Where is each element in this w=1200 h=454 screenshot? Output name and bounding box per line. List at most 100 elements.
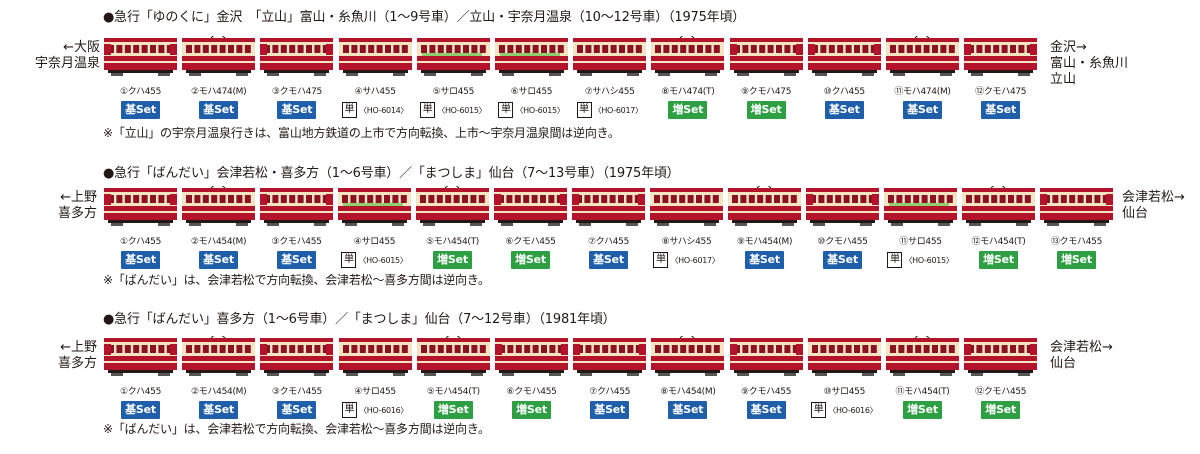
train-car: ⑤モハ454(T) 増Set: [415, 186, 490, 269]
basic-set-badge: 基Set: [121, 251, 160, 269]
set-badge-row: 基Set: [963, 101, 1038, 119]
train-car: ⑤モハ454(T)増Set: [416, 336, 491, 419]
set-badge-row: 基Set: [885, 101, 960, 119]
single-car-badge: 単: [342, 102, 358, 118]
set-badge-row: 基Set: [727, 251, 802, 269]
set-badge-row: 増Set: [729, 101, 804, 119]
train-car: ⑩クハ455 基Set: [807, 36, 882, 119]
car-body-icon: [573, 38, 647, 76]
product-code: 〈HO-6017〉: [670, 255, 720, 265]
single-car-item: 単〈HO-6017〉: [576, 102, 643, 118]
car-body-icon: [1040, 188, 1113, 226]
formation-note: ※「ばんだい」は、会津若松で方向転換、会津若松〜喜多方間は逆向き。: [103, 422, 490, 436]
single-car-item: 単〈HO-6016〉: [342, 402, 408, 418]
set-badge-row: 増Set: [885, 401, 960, 419]
car-label: ⑥クモハ455: [505, 237, 556, 247]
car-label: ③クモハ475: [271, 87, 322, 97]
set-badge-row: 単〈HO-6015〉: [883, 251, 958, 269]
single-car-item: 単〈HO-6015〉: [420, 102, 487, 118]
extension-set-badge: 増Set: [981, 401, 1021, 419]
destination-line: 会津若松→: [1122, 190, 1185, 205]
set-badge-row: 単〈HO-6015〉: [416, 101, 491, 119]
car-label: ②モハ454(M): [191, 387, 247, 397]
basic-set-badge: 基Set: [199, 251, 238, 269]
set-badge-row: 基Set: [807, 101, 882, 119]
set-badge-row: 増Set: [416, 401, 491, 419]
car-body-icon: [964, 338, 1038, 376]
car-body-icon: [572, 188, 645, 226]
basic-set-badge: 基Set: [277, 101, 317, 119]
destination-line: 仙台: [1050, 356, 1077, 371]
set-badge-row: 基Set: [181, 101, 256, 119]
car-body-icon: [494, 188, 567, 226]
extension-set-badge: 増Set: [1057, 251, 1096, 269]
train-car: ②モハ474(M)基Set: [181, 36, 256, 119]
basic-set-badge: 基Set: [824, 101, 864, 119]
set-badge-row: 基Set: [103, 401, 178, 419]
set-badge-row: 基Set: [181, 401, 256, 419]
car-body-icon: [338, 188, 411, 226]
car-body-icon: [650, 188, 723, 226]
car-body-icon: [651, 36, 725, 76]
car-body-icon: [495, 338, 568, 376]
car-body-icon: [416, 38, 490, 76]
train-car: ⑧モハ474(T)増Set: [650, 36, 725, 119]
formation-section: ●急行「ばんだい」喜多方（1〜6号車）／「まつしま」仙台（7〜12号車）（198…: [0, 306, 1200, 454]
set-badge-row: 基Set: [729, 401, 804, 419]
destination-right: 会津若松→仙台: [1050, 340, 1113, 372]
destination-line: ←上野: [60, 190, 97, 205]
car-body-icon: [495, 38, 568, 76]
extension-set-badge: 増Set: [433, 401, 473, 419]
basic-set-badge: 基Set: [590, 401, 630, 419]
set-badge-row: 単〈HO-6014〉: [338, 101, 413, 119]
product-code: 〈HO-6014〉: [359, 105, 409, 115]
set-badge-row: 基Set: [259, 101, 334, 119]
car-label: ⑤モハ454(T): [425, 237, 480, 247]
formation-note: ※「ばんだい」は、会津若松で方向転換、会津若松〜喜多方間は逆向き。: [103, 273, 490, 287]
car-label: ⑪モハ474(M): [894, 87, 951, 97]
basic-set-badge: 基Set: [121, 401, 160, 419]
single-car-badge: 単: [341, 252, 357, 268]
car-body-icon: [104, 38, 177, 76]
car-body-icon: [104, 338, 177, 376]
set-badge-row: 単〈HO-6016〉: [807, 401, 882, 419]
extension-set-badge: 増Set: [433, 251, 472, 269]
single-car-badge: 単: [420, 102, 436, 118]
train-car: ③クモハ475 基Set: [259, 36, 334, 119]
destination-left: ←上野喜多方: [58, 190, 97, 222]
car-label: ③クモハ455: [271, 387, 322, 397]
car-label: ⑪サロ455: [899, 237, 942, 247]
single-car-item: 単〈HO-6017〉: [653, 252, 720, 268]
single-car-badge: 単: [887, 252, 903, 268]
set-badge-row: 増Set: [415, 251, 490, 269]
car-body-icon: [416, 336, 490, 376]
product-code: 〈HO-6016〉: [828, 405, 878, 415]
car-body-icon: [729, 38, 803, 76]
car-body-icon: [962, 186, 1035, 226]
set-badge-row: 増Set: [1039, 251, 1114, 269]
basic-set-badge: 基Set: [823, 251, 862, 269]
formation-title: ●急行「ゆのくに」金沢 「立山」富山・糸魚川（1〜9号車）／立山・宇奈月温泉（1…: [103, 10, 746, 25]
car-body-icon: [104, 188, 177, 226]
car-body-icon: [182, 336, 256, 376]
single-car-badge: 単: [653, 252, 669, 268]
car-label: ⑨クモハ455: [741, 387, 792, 397]
extension-set-badge: 増Set: [668, 101, 708, 119]
single-car-badge: 単: [576, 102, 592, 118]
car-body-icon: [884, 188, 957, 226]
car-label: ⑩クハ455: [823, 87, 865, 97]
car-label: ⑪モハ454(T): [895, 387, 950, 397]
